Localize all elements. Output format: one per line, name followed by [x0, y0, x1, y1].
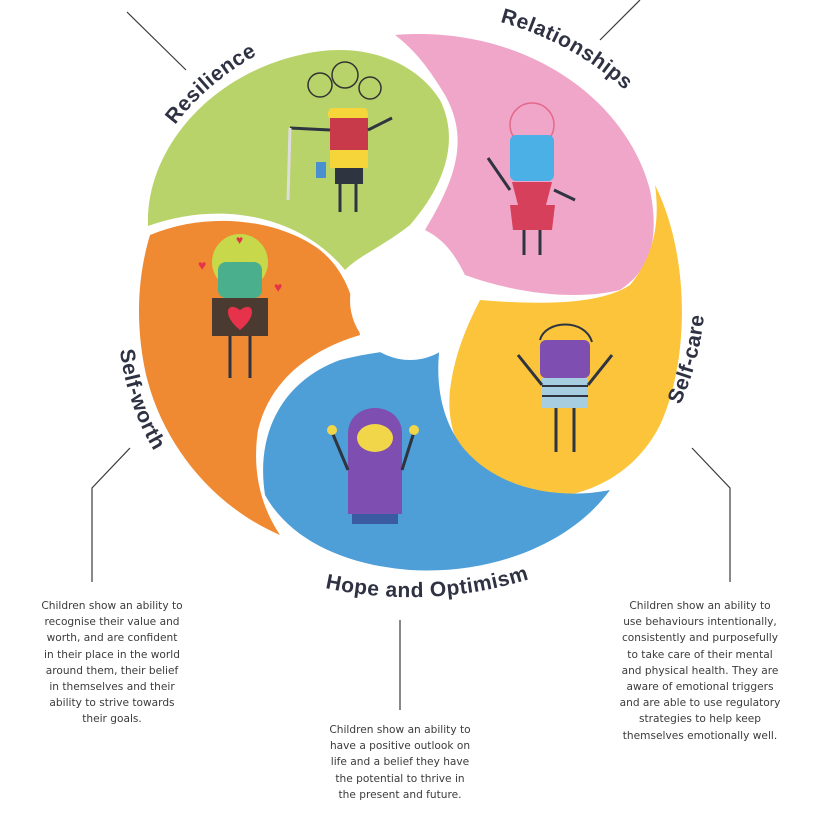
resilience-character-icon — [286, 61, 393, 212]
svg-text:♥: ♥ — [274, 279, 282, 295]
svg-text:♥: ♥ — [198, 257, 206, 273]
leader-line-self-worth — [91, 447, 131, 582]
leader-line-self-care — [691, 447, 731, 582]
self-care-description: Children show an ability to use behaviou… — [619, 600, 781, 742]
center-hole — [350, 240, 470, 360]
leader-line-resilience — [126, 11, 187, 71]
segment-hope-and-optimism — [263, 345, 610, 571]
hope-character-icon — [327, 408, 419, 524]
relationships-character-icon — [486, 102, 576, 255]
self-care-character-icon — [516, 323, 614, 452]
hope-description: Children show an ability to have a posit… — [329, 724, 471, 801]
self-worth-character-icon: ♥ ♥ ♥ — [198, 233, 282, 378]
self-worth-description: Children show an ability to recognise th… — [41, 600, 183, 726]
segment-resilience — [147, 50, 449, 271]
svg-text:♥: ♥ — [236, 233, 243, 247]
leader-line-relationships — [599, 0, 641, 41]
